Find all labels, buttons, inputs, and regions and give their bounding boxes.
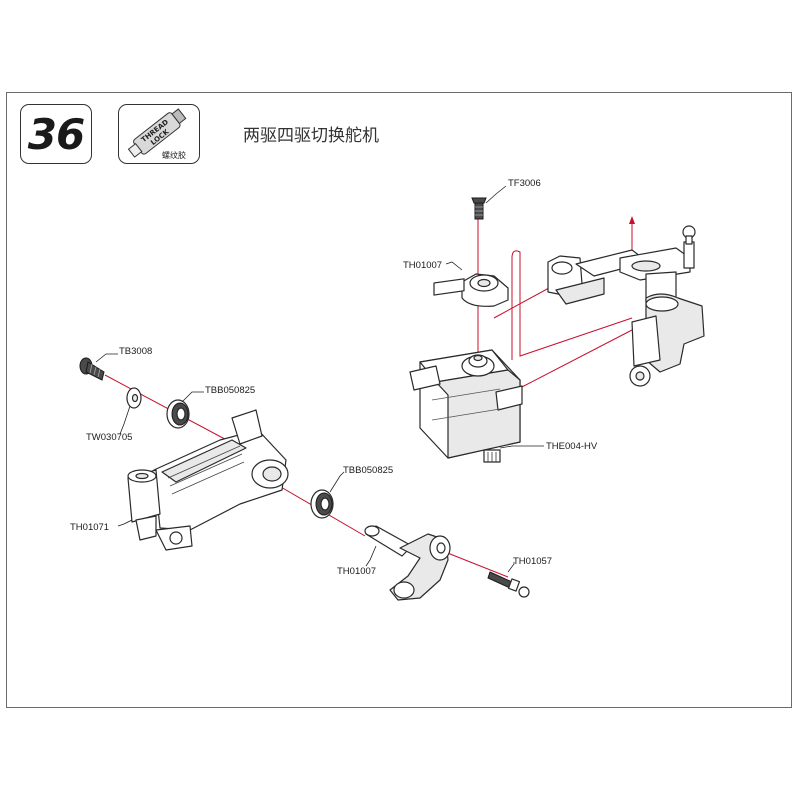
label-tbb050825-b: TBB050825	[343, 465, 393, 476]
tbb050825-bearing-a	[166, 399, 190, 429]
th01071-fork-housing	[127, 409, 289, 551]
th01007-shift-arm-bottom	[364, 525, 451, 601]
tf3006-screw	[471, 197, 487, 220]
th01057-ball-stud	[487, 571, 530, 598]
label-th01071: TH01071	[70, 522, 109, 533]
shift-fork-assembly	[619, 225, 705, 387]
label-tbb050825-a: TBB050825	[205, 385, 255, 396]
label-tw030705: TW030705	[86, 432, 132, 443]
guide-line-loop	[511, 250, 633, 360]
thread-lock-badge: THREAD LOCK	[118, 104, 200, 164]
tb3008-screw	[79, 357, 105, 381]
label-tb3008: TB3008	[119, 346, 152, 357]
thread-lock-caption: 螺纹胶	[162, 151, 186, 160]
label-th01057: TH01057	[513, 556, 552, 567]
the004hv-servo	[409, 278, 523, 463]
label-tf3006: TF3006	[508, 178, 541, 189]
label-th01007-top: TH01007	[403, 260, 442, 271]
label-the004hv: THE004-HV	[546, 441, 598, 452]
guide-arrow-up	[629, 216, 635, 224]
thread-lock-tube-icon: THREAD LOCK	[127, 108, 187, 158]
step-number: 36	[27, 109, 85, 159]
tw030705-washer	[126, 387, 142, 409]
th01007-servo-horn-top	[461, 273, 509, 307]
guide-lines	[104, 208, 635, 578]
step-number-box: 36	[20, 104, 92, 164]
instruction-frame	[6, 92, 792, 708]
leader-lines	[95, 185, 544, 573]
guide-line-mount	[519, 329, 633, 389]
label-th01007-bottom: TH01007	[337, 566, 376, 577]
tbb050825-bearing-b	[310, 489, 334, 519]
guide-line-ball-stud	[439, 549, 509, 578]
step-title: 两驱四驱切换舵机	[243, 126, 379, 146]
